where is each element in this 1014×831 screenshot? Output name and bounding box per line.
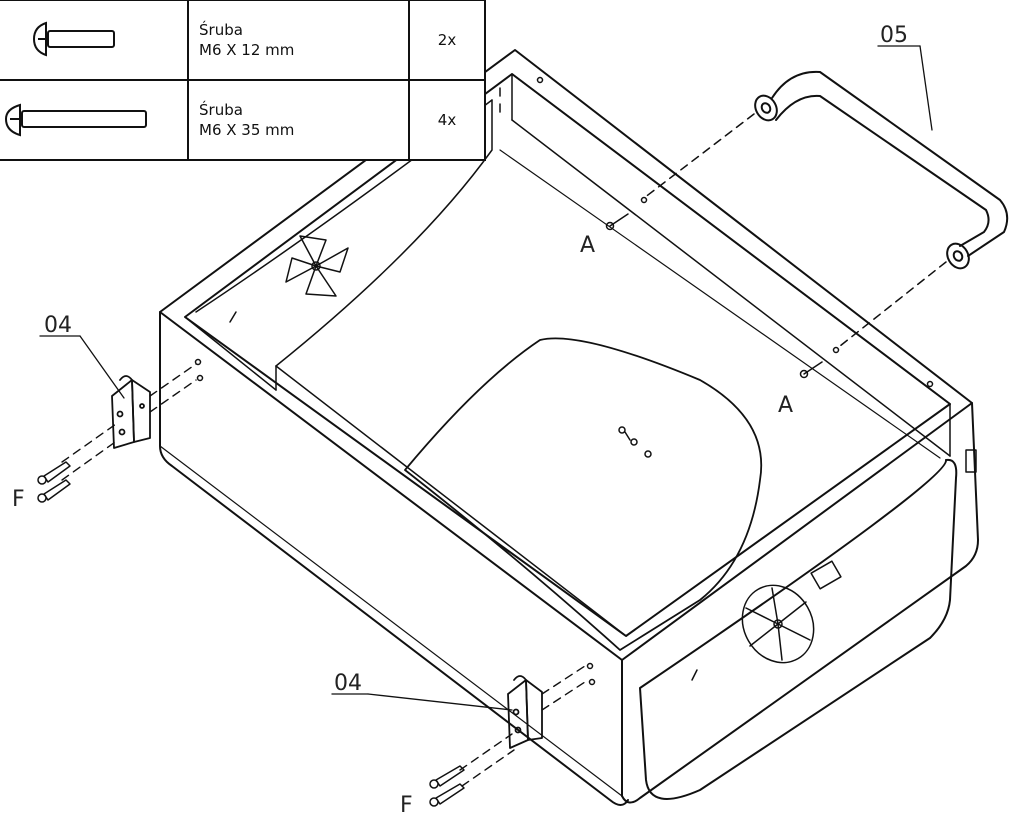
handle-dash-lines [643,113,947,347]
part-name-cell: Śruba M6 X 12 mm [187,0,410,81]
part-name: Śruba [199,101,243,119]
screw-f-left-icon [37,461,71,503]
bracket-left-dash-lines [61,363,197,481]
box-right-face [621,402,979,804]
callout-screw-a-upper: A [580,233,595,258]
side-latch [965,449,977,473]
bracket-part-04-left [111,375,151,449]
long-bolt-icon [4,103,147,137]
part-qty: 2x [408,0,486,81]
fan-vent-right-icon [741,560,842,664]
screw-a-lower-icon [799,346,840,379]
callout-bracket-bottom: 04 [334,671,362,696]
part-size: M6 X 35 mm [199,121,295,139]
table-row: Śruba M6 X 35 mm 4x [0,79,486,161]
part-image-cell [0,0,189,81]
leader-lines [39,45,933,711]
center-fasteners [618,426,652,458]
part-name-cell: Śruba M6 X 35 mm [187,79,410,161]
screw-a-upper-icon [605,196,648,231]
part-qty: 4x [408,79,486,161]
screw-f-bottom-icon [429,765,465,807]
box-front-face [159,311,629,806]
callout-handle: 05 [880,23,908,48]
bracket-bottom-dash-lines [459,663,589,787]
bottom-curved-panel [404,337,763,651]
handle-end-lower-icon [946,242,970,270]
callout-bracket-left: 04 [44,313,72,338]
handle-part-05 [754,70,1009,270]
part-image-cell [0,79,189,161]
rim-holes [194,76,934,686]
short-bolt-icon [32,21,115,57]
right-panel-recess [639,458,958,800]
parts-table: Śruba M6 X 12 mm 2x Śruba M6 X 35 mm 4x [0,0,486,161]
callout-screw-a-lower: A [778,393,793,418]
part-name: Śruba [199,21,243,39]
bracket-part-04-bottom [507,675,543,749]
table-row: Śruba M6 X 12 mm 2x [0,0,486,81]
part-size: M6 X 12 mm [199,41,295,59]
fan-vent-left-icon [285,235,349,297]
callout-screw-f-left: F [12,487,25,512]
handle-end-upper-icon [754,94,778,122]
callout-screw-f-bottom: F [400,793,413,818]
